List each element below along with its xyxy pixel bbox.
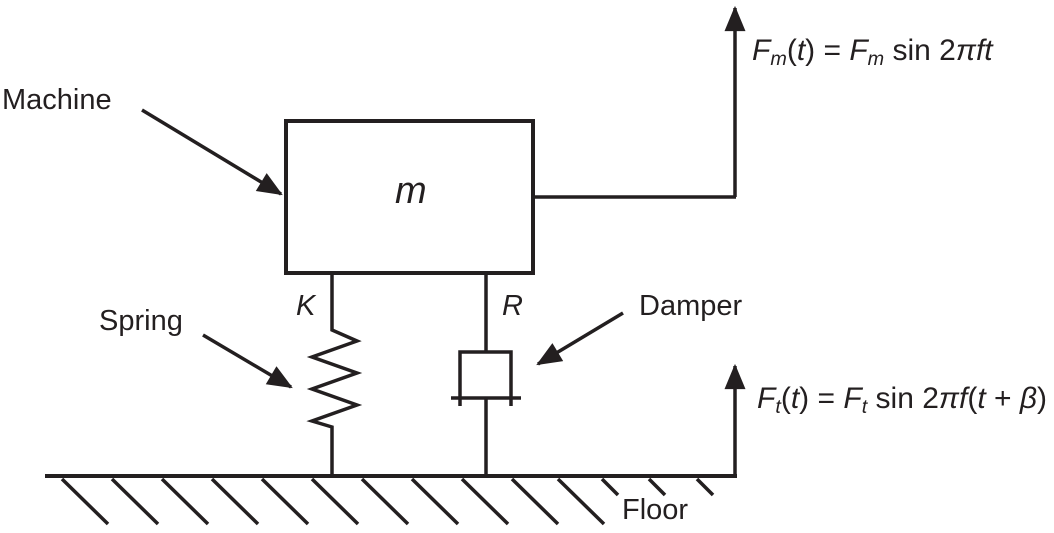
damper-symbol <box>451 273 521 477</box>
floor-label: Floor <box>622 494 689 526</box>
floor-hatching <box>60 477 715 526</box>
damper-label: Damper <box>639 290 743 322</box>
machine-pointer-arrow <box>141 108 283 196</box>
spring-pointer-arrow <box>202 333 293 389</box>
spring-symbol <box>306 273 363 477</box>
machine-force-equation: Fm(t) = Fm sin 2πft <box>752 34 993 71</box>
damper-pointer-arrow <box>536 311 624 366</box>
transmitted-force-equation: Ft(t) = Ft sin 2πf(t + β) <box>757 382 1048 419</box>
damper-cylinder <box>458 350 513 406</box>
spring-constant-label: K <box>296 290 316 322</box>
damper-resistance-label: R <box>502 290 523 322</box>
mass-label: m <box>395 170 427 212</box>
machine-label: Machine <box>2 84 112 116</box>
spring-label: Spring <box>99 305 183 337</box>
